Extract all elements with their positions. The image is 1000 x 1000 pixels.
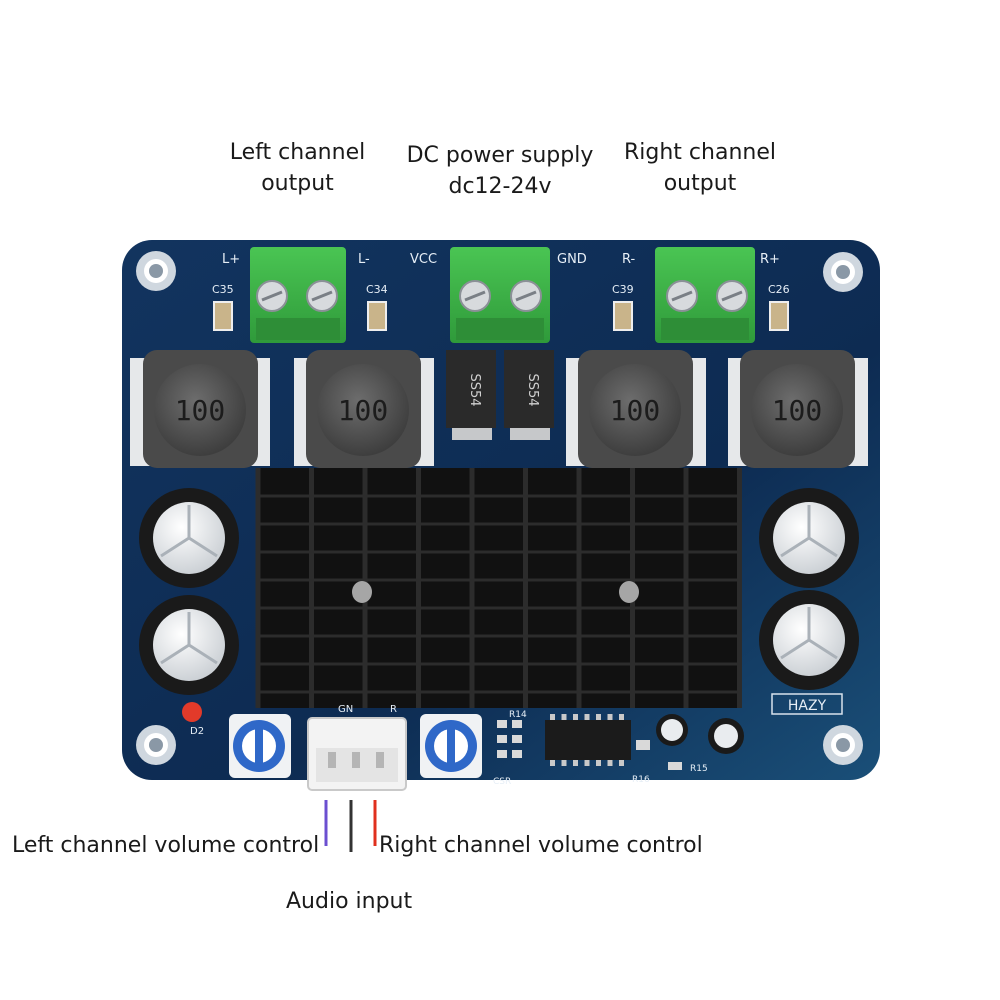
cap-ref-c35: C35 bbox=[212, 283, 234, 296]
smd-ref-csr: CSR bbox=[493, 777, 511, 787]
diode-2-mark: SS54 bbox=[525, 373, 540, 406]
diode-1-mark: SS54 bbox=[467, 373, 482, 406]
ic-pin bbox=[619, 714, 624, 720]
ic-pin bbox=[607, 760, 613, 766]
ic-pin bbox=[550, 760, 555, 766]
terminal-mark-lminus: L- bbox=[358, 252, 370, 267]
ic-pin bbox=[561, 760, 567, 766]
cap-ref-c39: C39 bbox=[612, 283, 634, 296]
ic-pin bbox=[596, 714, 601, 720]
terminal-block-power bbox=[450, 247, 550, 343]
op-amp-ic bbox=[545, 714, 631, 766]
inductor-4: 100 bbox=[728, 350, 868, 468]
cap-ref-c34: C34 bbox=[366, 283, 388, 296]
input-pin-mark-gn: GN bbox=[338, 704, 353, 715]
ic-pin bbox=[596, 760, 601, 766]
ic-pin bbox=[561, 714, 567, 720]
inductor-4-value: 100 bbox=[772, 394, 823, 427]
led-d2 bbox=[182, 702, 202, 722]
diode-1: SS54 bbox=[446, 350, 496, 440]
inductor-3: 100 bbox=[566, 350, 706, 468]
terminal-mark-rplus: R+ bbox=[760, 252, 780, 267]
left-output-line-1: Left channel bbox=[229, 140, 366, 165]
ic-pin bbox=[573, 714, 578, 720]
cap-ref-c26: C26 bbox=[768, 283, 790, 296]
right-channel-output-label: Right channel output bbox=[610, 137, 790, 199]
audio-input-connector bbox=[307, 717, 407, 791]
audio-input-label: Audio input bbox=[286, 889, 413, 914]
terminal-mark-lplus: L+ bbox=[222, 252, 240, 267]
diode-2: SS54 bbox=[504, 350, 554, 440]
terminal-mark-vcc: VCC bbox=[410, 252, 437, 267]
heatsink bbox=[255, 468, 742, 708]
volume-pot-right bbox=[420, 714, 482, 778]
left-output-line-2: output bbox=[261, 171, 334, 196]
brand-box bbox=[771, 693, 843, 715]
small-cap-2 bbox=[708, 718, 744, 754]
ic-pin bbox=[550, 714, 555, 720]
mounting-holes bbox=[136, 251, 863, 765]
smd-ref-r15: R15 bbox=[690, 764, 708, 774]
dc-power-line-2: dc12-24v bbox=[448, 174, 552, 199]
electrolytic-cap-left-top bbox=[139, 488, 239, 588]
terminal-block-left bbox=[250, 247, 346, 343]
electrolytic-cap-right-top bbox=[759, 488, 859, 588]
led-ref: D2 bbox=[190, 726, 204, 737]
ic-pin bbox=[619, 760, 624, 766]
inductor-2: 100 bbox=[294, 350, 434, 468]
ic-pin bbox=[607, 714, 613, 720]
electrolytic-cap-left-bottom bbox=[139, 595, 239, 695]
terminal-mark-rminus: R- bbox=[622, 252, 636, 267]
inductor-1: 100 bbox=[130, 350, 270, 468]
inductor-2-value: 100 bbox=[338, 394, 389, 427]
smd-capacitors bbox=[213, 301, 789, 331]
dc-power-line-1: DC power supply bbox=[406, 143, 594, 168]
electrolytic-cap-right-bottom bbox=[759, 590, 859, 690]
right-output-line-2: output bbox=[663, 171, 737, 196]
inductor-1-value: 100 bbox=[175, 394, 226, 427]
smd-ref-r16: R16 bbox=[632, 775, 650, 785]
small-smd-parts bbox=[497, 720, 682, 770]
terminal-mark-gnd: GND bbox=[557, 252, 587, 267]
volume-pot-left bbox=[229, 714, 291, 778]
brand-mark: HAZY bbox=[788, 698, 827, 714]
small-cap-1 bbox=[656, 714, 688, 746]
left-channel-volume-control-label: Left channel volume control bbox=[12, 833, 320, 858]
ic-pin bbox=[584, 760, 590, 766]
ic-pin bbox=[573, 760, 578, 766]
dc-power-supply-label: DC power supply dc12-24v bbox=[395, 140, 605, 202]
inductor-3-value: 100 bbox=[610, 394, 661, 427]
terminal-block-right bbox=[655, 247, 755, 343]
left-channel-output-label: Left channel output bbox=[210, 137, 385, 199]
ic-pin bbox=[584, 714, 590, 720]
input-pin-mark-r: R bbox=[390, 704, 397, 715]
smd-ref-r14: R14 bbox=[509, 710, 527, 720]
right-channel-volume-control-label: Right channel volume control bbox=[379, 833, 703, 858]
right-output-line-1: Right channel bbox=[624, 140, 776, 165]
